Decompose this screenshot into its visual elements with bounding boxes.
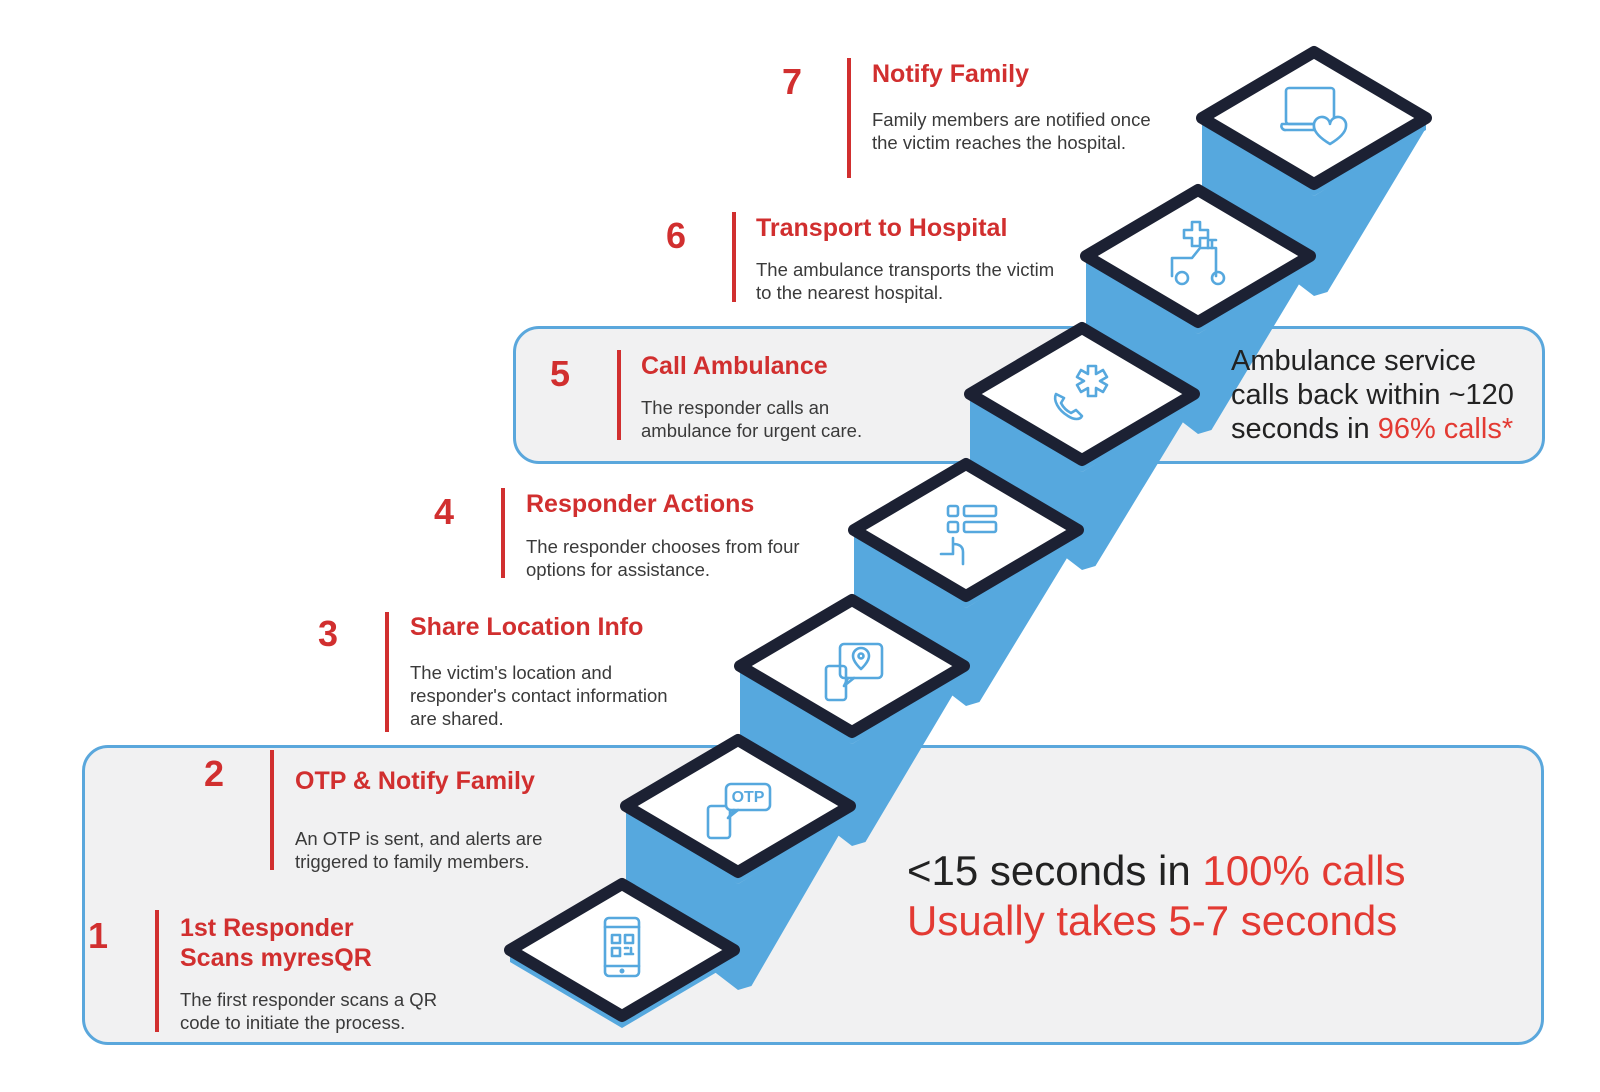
step-description-3: The victim's location and responder's co… [410,662,668,729]
ambulance-callback-stat: Ambulance service calls back within ~120… [1231,344,1514,446]
location-share-icon [824,642,884,702]
stair-tread [734,594,970,738]
emergency-call-icon [1053,364,1109,421]
ambulance-stat-line2: calls back within ~120 [1231,379,1514,411]
step-description-7: Family members are notified once the vic… [872,109,1151,153]
ambulance-stat-highlight: 96% calls* [1377,413,1514,445]
step-number-5: 5 [550,353,571,394]
stair-tread [504,878,740,1022]
step-divider-3 [385,612,389,732]
step-description-5: The responder calls an ambulance for urg… [641,397,863,441]
fast-stat-prefix: <15 seconds in [907,847,1203,894]
option-select-icon [939,504,998,566]
step-number-6: 6 [666,215,687,256]
step-title-3: Share Location Info [410,613,644,641]
ambulance-stat-line1: Ambulance service [1231,345,1476,377]
step-divider-2 [270,750,274,870]
step-number-4: 4 [434,491,455,532]
fast-stat-line2: Usually takes 5-7 seconds [907,897,1398,944]
stair-tread [1080,184,1316,328]
step-divider-5 [617,350,621,440]
heart-screen-icon [1280,86,1348,146]
step-title-1: 1st Responder Scans myresQR [180,913,372,973]
step-divider-4 [501,488,505,578]
otp-message-icon: OTP [706,782,772,840]
stair-tread [848,458,1084,602]
svg-text:OTP: OTP [732,789,765,806]
qr-phone-icon [603,916,641,978]
step-number-1: 1 [88,915,109,956]
step-number-3: 3 [318,613,339,654]
step-number-2: 2 [204,753,225,794]
step-number-7: 7 [782,61,803,102]
step-description-4: The responder chooses from four options … [526,536,800,580]
step-title-2: OTP & Notify Family [295,767,535,795]
fast-stat-highlight: 100% calls [1202,847,1406,894]
step-title-1-line2: Scans myresQR [180,944,372,972]
step-title-6: Transport to Hospital [756,214,1008,242]
step-title-7: Notify Family [872,60,1029,88]
ambulance-stat-prefix: seconds in [1231,413,1378,445]
step-title-1-line1: 1st Responder [180,914,354,942]
step-description-2: An OTP is sent, and alerts are triggered… [295,828,543,872]
step-title-4: Responder Actions [526,490,755,518]
step-description-6: The ambulance transports the victim to t… [756,259,1055,303]
step-divider-6 [732,212,736,302]
step-divider-1 [155,910,159,1032]
step-description-1: The first responder scans a QR code to i… [180,989,438,1033]
step-title-5: Call Ambulance [641,352,828,380]
fast-response-stat: <15 seconds in 100% calls Usually takes … [907,846,1405,946]
ambulance-icon [1170,220,1226,286]
stair-tread [964,322,1200,466]
stair-tread [1196,46,1432,190]
step-divider-7 [847,58,851,178]
